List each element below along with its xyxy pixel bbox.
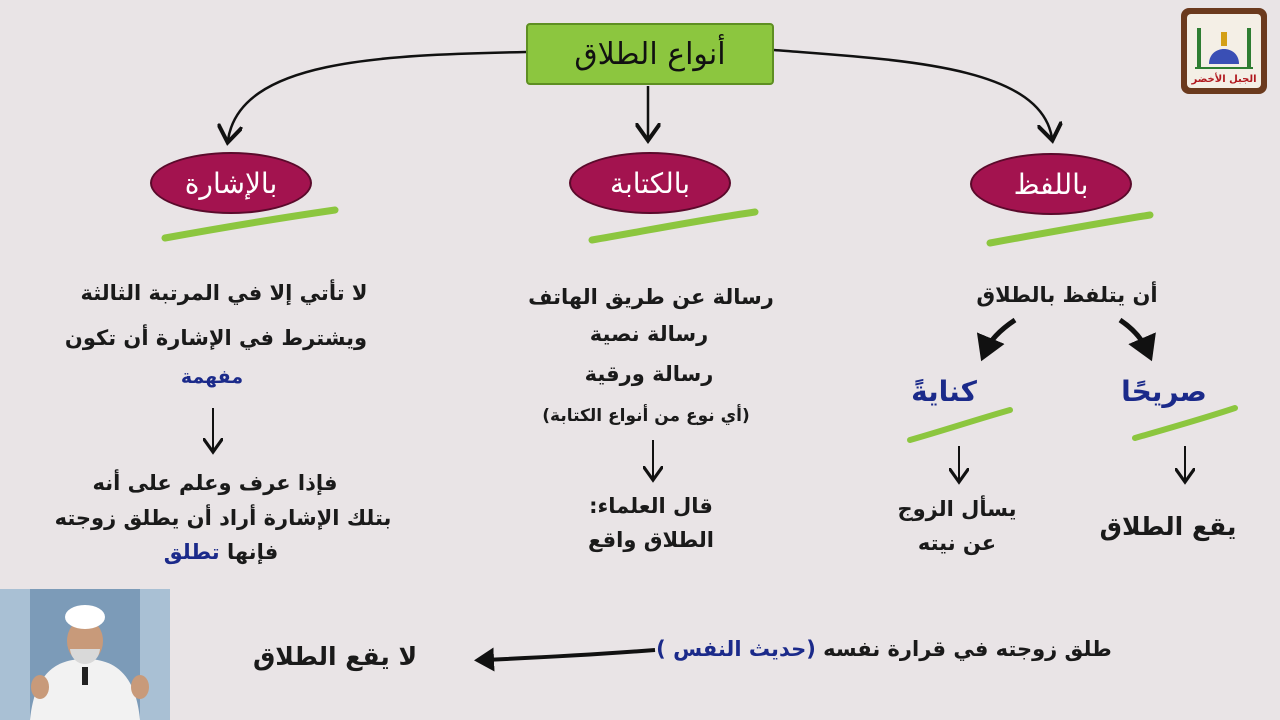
arrow-title-to-lafz [774,50,1052,138]
kitaba-ruling-1: قال العلماء: [589,494,713,518]
kitaba-note: (أي نوع من أنواع الكتابة) [542,406,750,426]
arrow-bottom-result [482,650,655,660]
presenter-video [0,589,170,720]
bottom-highlight: (حديث النفس ) [656,637,816,661]
highlight-stroke-lafz [990,215,1150,243]
arrow-to-kinaya [985,320,1015,352]
kitaba-item-1: رسالة عن طريق الهاتف [528,285,774,309]
channel-logo: الجبل الأخضر [1181,8,1267,94]
title-box: أنواع الطلاق [526,23,774,85]
highlight-stroke-sarih [1135,408,1235,438]
kinaya-result-2: عن نيته [918,531,996,555]
branch-lafz-oval: باللفظ [970,153,1132,215]
ishara-result-3: فإنها تطلق [164,540,278,564]
presenter-figure [0,589,170,720]
ishara-line-1: لا تأتي إلا في المرتبة الثالثة [80,281,367,305]
bottom-statement-text: طلق زوجته في قرارة نفسه [823,637,1112,661]
branch-kitaba-oval: بالكتابة [569,152,731,214]
ishara-line-2: ويشترط في الإشارة أن تكون [65,326,367,350]
branch-kitaba-label: بالكتابة [610,167,690,200]
ishara-line-3: مفهمة [181,366,243,388]
sarih-result: يقع الطلاق [1100,512,1237,541]
highlight-stroke-kinaya [910,410,1010,440]
branch-ishara-label: بالإشارة [185,167,277,200]
page-title: أنواع الطلاق [574,37,725,72]
ishara-result-1: فإذا عرف وعلم على أنه [92,471,337,495]
bottom-result: لا يقع الطلاق [253,642,417,671]
logo-text: الجبل الأخضر [1187,74,1261,85]
bottom-statement: طلق زوجته في قرارة نفسه (حديث النفس ) [656,637,1112,661]
highlight-stroke-ishara [165,210,335,238]
arrow-title-to-ishara [228,52,526,140]
kitaba-ruling-2: الطلاق واقع [588,528,714,552]
branch-lafz-label: باللفظ [1014,168,1089,201]
arrow-to-sarih [1120,320,1148,352]
kinaya-label: كنايةً [911,375,977,408]
kinaya-result-1: يسأل الزوج [897,497,1016,521]
ishara-result-3b: تطلق [164,540,220,564]
lafz-line: أن يتلفظ بالطلاق [976,283,1157,307]
highlight-stroke-kitaba [592,212,755,240]
ishara-result-2: بتلك الإشارة أراد أن يطلق زوجته [55,506,392,530]
ishara-result-3a: فإنها [227,540,278,564]
branch-ishara-oval: بالإشارة [150,152,312,214]
kitaba-item-2: رسالة نصية [590,322,708,346]
sarih-label: صريحًا [1121,375,1207,408]
kitaba-item-3: رسالة ورقية [585,362,714,386]
